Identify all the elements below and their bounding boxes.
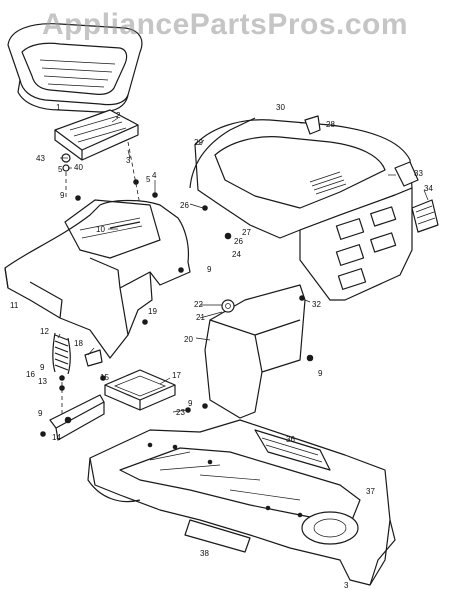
hood xyxy=(194,119,439,301)
callout-30: 30 xyxy=(276,103,285,112)
seat xyxy=(7,23,143,113)
callout-17: 17 xyxy=(172,371,181,380)
callout-34: 34 xyxy=(424,184,433,193)
callout-29: 29 xyxy=(194,138,203,147)
callout-22: 22 xyxy=(194,300,203,309)
callout-20: 20 xyxy=(184,335,193,344)
callout-28: 28 xyxy=(326,120,335,129)
callout-27: 27 xyxy=(242,228,251,237)
hardware xyxy=(40,179,314,437)
callout-9d: 9 xyxy=(38,409,43,418)
callout-21: 21 xyxy=(196,313,205,322)
callout-10: 10 xyxy=(96,225,105,234)
callout-26a: 26 xyxy=(180,201,189,210)
callout-5a: 5 xyxy=(58,165,63,174)
callout-36: 36 xyxy=(286,435,295,444)
callout-3: 3 xyxy=(126,156,131,165)
callout-15: 15 xyxy=(100,373,109,382)
callout-18: 18 xyxy=(74,339,83,348)
callout-4: 4 xyxy=(152,171,157,180)
callout-9a: 9 xyxy=(60,191,65,200)
callout-12: 12 xyxy=(40,327,49,336)
callout-9b: 9 xyxy=(207,265,212,274)
callout-1: 1 xyxy=(56,103,61,112)
leader-lines xyxy=(57,117,429,413)
callout-9c: 9 xyxy=(40,363,45,372)
callout-32: 32 xyxy=(312,300,321,309)
callout-16: 16 xyxy=(26,370,35,379)
callout-2: 2 xyxy=(116,111,121,120)
callout-14: 14 xyxy=(52,433,61,442)
callout-5b: 5 xyxy=(146,175,151,184)
callout-11: 11 xyxy=(10,301,19,310)
callout-19: 19 xyxy=(148,307,157,316)
callout-26b: 26 xyxy=(234,237,243,246)
callout-3b: 3 xyxy=(344,581,349,590)
callout-9f: 9 xyxy=(318,369,323,378)
callout-40: 40 xyxy=(74,163,83,172)
callout-23: 23 xyxy=(176,408,185,417)
callout-labels: 1 2 3 4 5 5 9 9 9 9 9 9 10 11 12 13 14 1… xyxy=(10,103,433,590)
frame xyxy=(87,419,396,586)
callout-37: 37 xyxy=(366,487,375,496)
callout-9e: 9 xyxy=(188,399,193,408)
callout-24: 24 xyxy=(232,250,241,259)
dash-panel xyxy=(204,284,306,419)
hood-trim xyxy=(189,115,321,189)
callout-33: 33 xyxy=(414,169,423,178)
rear-fender xyxy=(4,199,191,359)
battery-tray xyxy=(104,369,176,411)
seat-spring-assembly xyxy=(49,332,105,441)
callout-38: 38 xyxy=(200,549,209,558)
callout-43: 43 xyxy=(36,154,45,163)
callout-13: 13 xyxy=(38,377,47,386)
seat-bracket xyxy=(54,109,141,206)
